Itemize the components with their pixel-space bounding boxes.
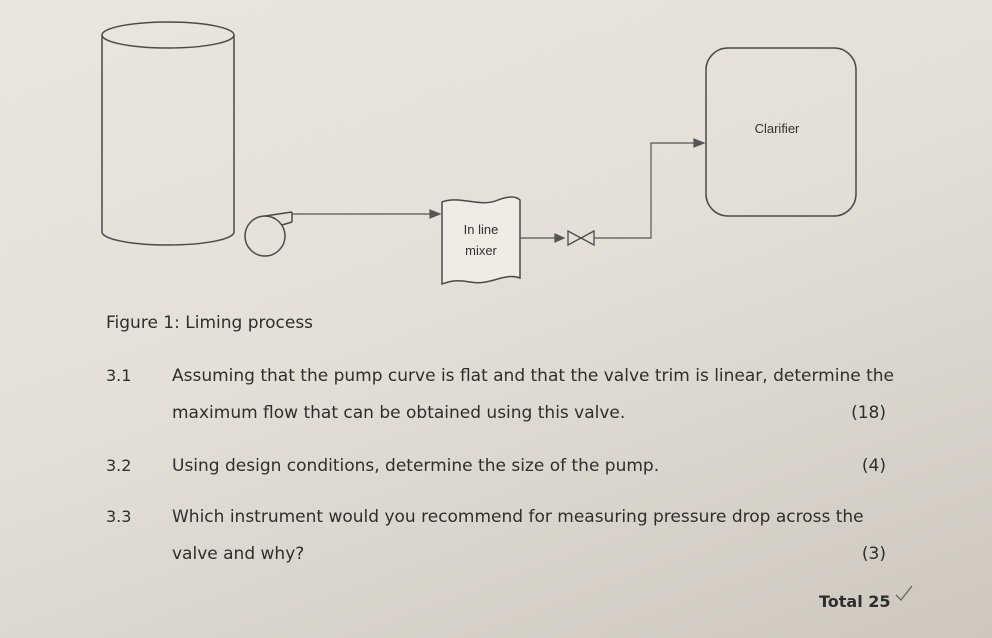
pump-icon — [244, 211, 293, 257]
liming-process-diagram: In line mixer Clarifier — [101, 21, 857, 286]
storage-tank — [101, 21, 235, 246]
question-number: 3.3 — [106, 507, 132, 526]
valve-to-clarifier-line — [594, 138, 706, 239]
clarifier: Clarifier — [705, 47, 857, 217]
mixer-to-valve-line — [520, 233, 566, 243]
question-number: 3.1 — [106, 366, 132, 385]
pump-to-mixer-line — [292, 209, 442, 219]
question-text: Which instrument would you recommend for… — [172, 507, 864, 527]
check-mark-icon — [895, 585, 913, 602]
question-text: Assuming that the pump curve is flat and… — [172, 366, 894, 386]
question-marks: (3) — [861, 544, 886, 564]
question-marks: (18) — [851, 403, 886, 423]
mixer-label-line2: mixer — [465, 243, 497, 258]
mixer-label-line1: In line — [464, 222, 499, 237]
valve-icon — [567, 229, 595, 247]
question-text: valve and why? — [172, 544, 305, 564]
figure-caption: Figure 1: Liming process — [106, 313, 314, 333]
question-text: Using design conditions, determine the s… — [172, 456, 660, 476]
question-number: 3.2 — [106, 456, 132, 475]
total-marks: Total 25 — [819, 592, 891, 611]
question-text: maximum flow that can be obtained using … — [172, 403, 626, 423]
inline-mixer: In line mixer — [441, 196, 521, 286]
question-marks: (4) — [861, 456, 886, 476]
clarifier-label: Clarifier — [755, 121, 800, 136]
